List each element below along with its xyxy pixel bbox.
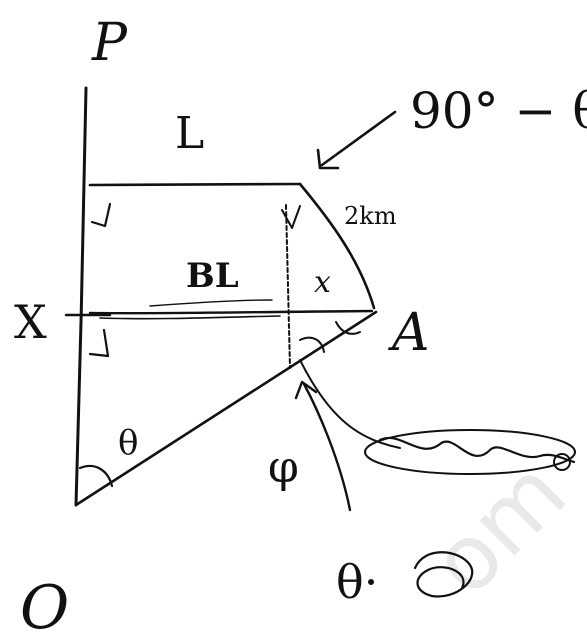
label-a: A xyxy=(388,303,430,363)
scribble-oval xyxy=(364,429,576,475)
curve-to-a xyxy=(298,182,376,310)
pointer-arrowhead-bottom xyxy=(294,380,318,400)
connector-curve xyxy=(299,359,401,449)
label-bottom-note: θ· xyxy=(336,555,378,609)
right-angle-middle xyxy=(88,328,110,358)
angle-arc-a xyxy=(335,321,361,335)
inner-vertical-line xyxy=(285,204,291,369)
middle-hatching xyxy=(99,315,281,320)
scribble-oval-fill xyxy=(378,437,576,464)
label-l: L xyxy=(175,108,204,159)
middle-horizontal-line xyxy=(88,309,374,315)
middle-squiggle xyxy=(149,299,273,307)
label-phi: φ xyxy=(268,442,299,493)
pointer-arrow-bottom xyxy=(302,382,352,512)
label-o: O xyxy=(20,573,69,640)
label-angle-note: 90° − θ xyxy=(410,82,587,140)
pointer-arrow-top xyxy=(320,110,397,167)
top-horizontal-line xyxy=(88,182,302,187)
line-oa xyxy=(74,310,378,507)
label-distance: 2km xyxy=(344,202,397,230)
label-x-lower: x xyxy=(314,265,331,300)
label-bl: BL xyxy=(186,256,239,296)
scribble-blob-bottom xyxy=(413,551,474,598)
scribble-dot xyxy=(553,453,571,471)
label-theta: θ xyxy=(118,423,138,463)
pointer-arrowhead-top xyxy=(316,148,340,170)
label-x: X xyxy=(14,295,47,349)
label-p: P xyxy=(91,13,128,73)
watermark-text: om xyxy=(411,440,586,615)
angle-arc-o xyxy=(78,464,114,488)
vertical-line-op xyxy=(74,86,88,507)
angle-arc-phi xyxy=(299,336,325,353)
angle-mark-top-right xyxy=(281,205,301,229)
right-angle-top xyxy=(90,202,112,228)
